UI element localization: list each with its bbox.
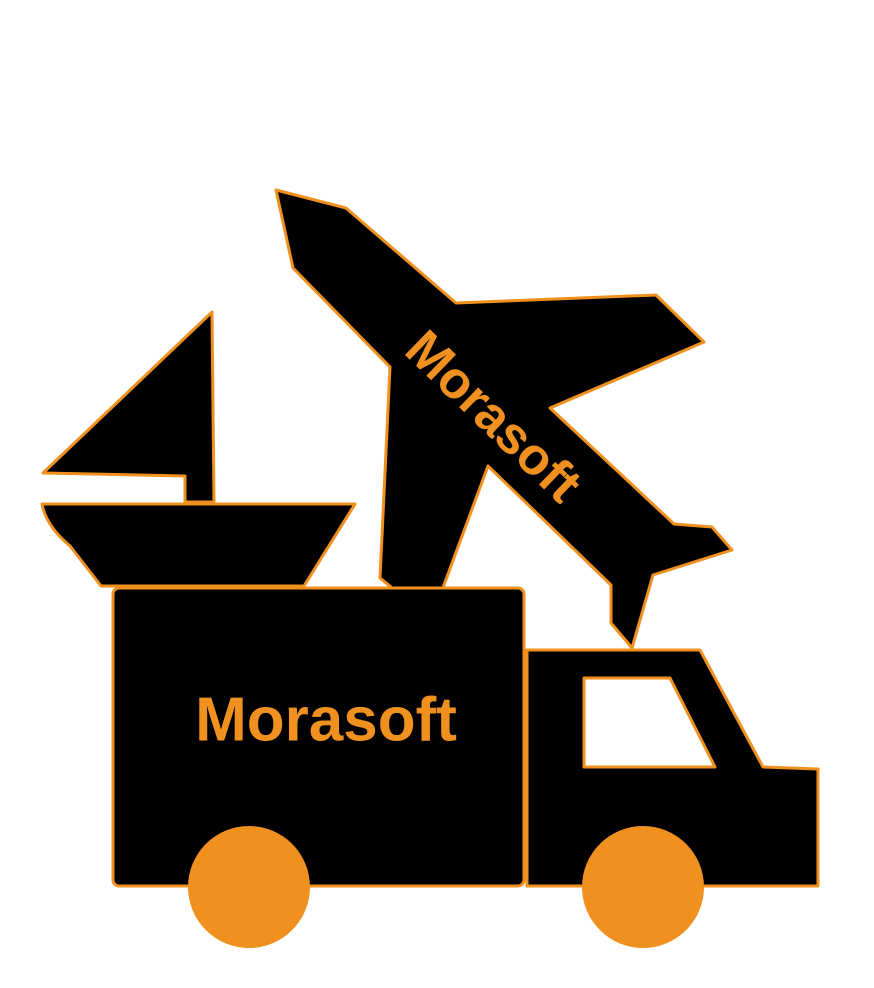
truck-cargo-box [111,586,526,888]
plane-icon: Morasoft [274,188,734,650]
truck-rear-wheel [188,826,310,948]
truck-text: Morasoft [195,685,457,754]
truck-icon: Morasoft [111,586,820,948]
truck-front-wheel [582,826,704,948]
truck-window [582,676,717,769]
sailboat-icon [40,310,357,588]
sailboat-hull [40,502,357,588]
plane-body [274,188,734,650]
sailboat-sail [41,310,216,504]
